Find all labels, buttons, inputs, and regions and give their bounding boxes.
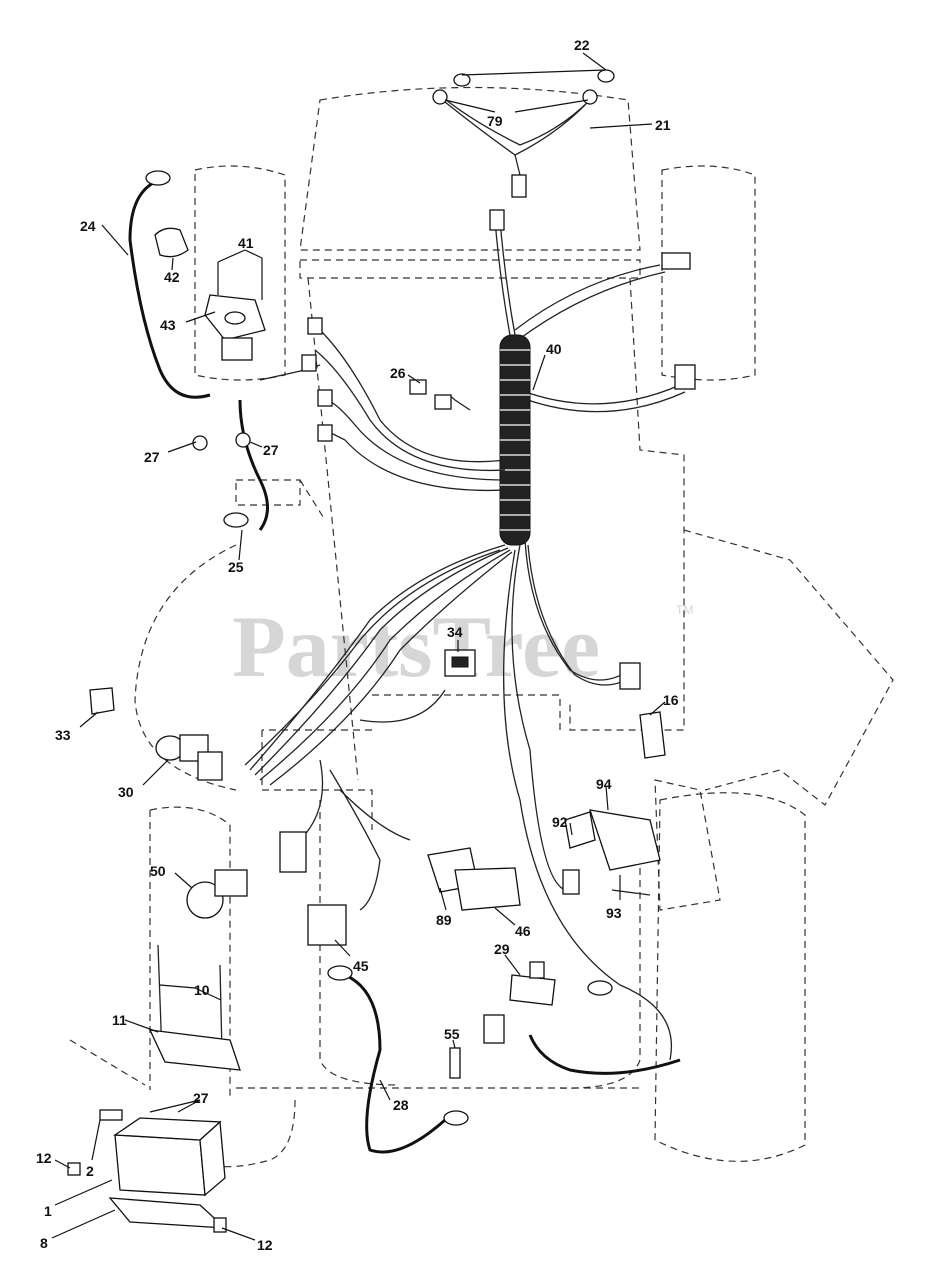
callout-92: 92 — [552, 814, 568, 830]
callout-55: 55 — [444, 1026, 460, 1042]
callout-89: 89 — [436, 912, 452, 928]
bolt-55 — [449, 1047, 461, 1079]
connector-block — [279, 831, 307, 873]
callout-1: 1 — [44, 1203, 52, 1219]
callout-27c: 27 — [193, 1090, 209, 1106]
callout-42: 42 — [164, 269, 180, 285]
switch-29 — [509, 974, 556, 1006]
callout-11: 11 — [112, 1012, 127, 1028]
callout-12a: 12 — [36, 1150, 52, 1166]
washer-27a — [192, 435, 208, 451]
battery-cable-24 — [128, 178, 211, 399]
fuse-26a — [409, 379, 427, 395]
bulb-right — [597, 69, 615, 83]
watermark: PartsTree — [232, 599, 600, 696]
callout-45: 45 — [353, 958, 369, 974]
harness-connector-right-2 — [674, 364, 696, 390]
callout-26: 26 — [390, 365, 406, 381]
callout-43: 43 — [160, 317, 176, 333]
battery-1 — [114, 1134, 206, 1196]
hold-down-11 — [148, 1029, 241, 1071]
callout-33: 33 — [55, 727, 71, 743]
callout-29: 29 — [494, 941, 510, 957]
harness-connector-right — [661, 252, 691, 270]
callout-22: 22 — [574, 37, 590, 53]
cable-terminal-28a — [327, 965, 353, 981]
watermark-tm: TM — [676, 603, 693, 617]
clip-12a — [67, 1162, 81, 1176]
battery-tray-8 — [108, 1197, 227, 1229]
headlight-bulb-left — [432, 89, 448, 105]
callout-28: 28 — [393, 1097, 409, 1113]
callout-93: 93 — [606, 905, 622, 921]
callout-30: 30 — [118, 784, 134, 800]
callout-41: 41 — [238, 235, 254, 251]
leader-lines — [51, 52, 666, 1241]
callout-2: 2 — [86, 1163, 94, 1179]
callout-24: 24 — [80, 218, 96, 234]
module-45 — [307, 904, 347, 946]
bolt-2 — [99, 1109, 123, 1121]
callout-16: 16 — [663, 692, 679, 708]
cable-terminal-28b — [443, 1110, 469, 1126]
module-46 — [454, 867, 521, 911]
callout-27b: 27 — [263, 442, 279, 458]
callout-21: 21 — [655, 117, 671, 133]
coil-cord — [528, 1034, 681, 1075]
callout-25: 25 — [228, 559, 244, 575]
interlock-94 — [589, 809, 661, 871]
headlight-harness — [432, 69, 615, 198]
seat-switch-connector — [619, 662, 641, 690]
ground-cable-25 — [238, 399, 269, 531]
cable-terminal-24 — [145, 170, 171, 186]
headlight-connector — [511, 174, 527, 198]
fuse-26b — [434, 394, 452, 410]
callout-34: 34 — [447, 624, 463, 640]
callout-10: 10 — [194, 982, 210, 998]
tractor-outline — [69, 86, 894, 1168]
relay-16 — [639, 711, 666, 759]
callout-40: 40 — [546, 341, 562, 357]
main-harness — [244, 209, 696, 1061]
key-33 — [89, 687, 115, 715]
callout-50: 50 — [150, 863, 166, 879]
callout-8: 8 — [40, 1235, 48, 1251]
battery-cable-28 — [344, 973, 446, 1154]
boot-42 — [154, 227, 189, 258]
callout-79: 79 — [487, 113, 503, 129]
bulb-left — [453, 73, 471, 87]
clip-12b — [213, 1217, 227, 1233]
callout-27a: 27 — [144, 449, 160, 465]
callout-46: 46 — [515, 923, 531, 939]
washer-27b — [235, 432, 251, 448]
callout-94: 94 — [596, 776, 612, 792]
interlock-92 — [564, 811, 596, 849]
solenoid-assembly — [154, 227, 321, 451]
callout-12b: 12 — [257, 1237, 273, 1253]
harness-connector-top — [489, 209, 505, 231]
pto-switch-50 — [186, 881, 224, 919]
callout-labels: 22 79 21 24 42 41 43 40 26 27 27 25 34 1… — [36, 37, 679, 1253]
cable-terminal-25 — [223, 512, 249, 528]
headlight-bulb-right — [582, 89, 598, 105]
